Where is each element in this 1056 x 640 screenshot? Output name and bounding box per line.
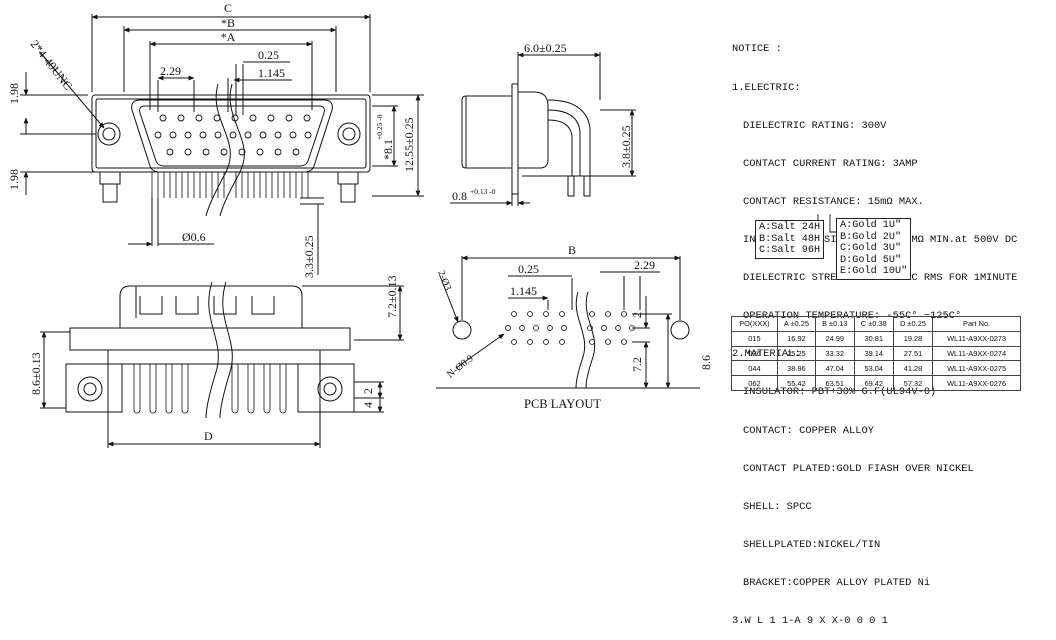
table-cell: 30.81 [853, 330, 894, 347]
pcb-dim-72: 7.2 [630, 357, 644, 372]
pcb-layout [436, 255, 700, 389]
salt-option: C:Salt 96H [759, 245, 821, 257]
dim-bottom-4: 4 [361, 402, 375, 408]
table-cell: 53.04 [853, 360, 894, 377]
dim-side-t: 0.8 [452, 189, 467, 203]
dim-81: *8.1 [381, 139, 395, 160]
bottom-view [40, 281, 404, 448]
gold-option: B:Gold 2U" [840, 231, 902, 243]
electric-item: CONTACT RESISTANCE: 15mΩ MAX. [743, 195, 924, 208]
table-cell: WL11-A9XX-0273 [932, 330, 1021, 347]
table-cell: 026 [731, 345, 778, 362]
table-cell: 57.32 [892, 375, 934, 391]
part-code-line: 3.W L 1 1-A 9 X X-0 0 0 1 [732, 615, 888, 628]
table-cell: 24.99 [814, 330, 855, 347]
salt-option: A:Salt 24H [759, 222, 821, 233]
gold-option: A:Gold 1U" [840, 220, 902, 231]
gold-option: E:Gold 10U" [840, 266, 908, 278]
pcb-dim-229: 2.29 [634, 258, 655, 272]
dim-198-top: 1.98 [7, 83, 21, 104]
material-item: BRACKET:COPPER ALLOY PLATED Ni [743, 576, 931, 589]
table-cell: 47.04 [814, 360, 855, 377]
material-item: SHELL: SPCC [743, 500, 812, 513]
dim-bottom-72: 7.2±0.13 [385, 275, 399, 318]
table-cell: 19.28 [892, 330, 934, 347]
col-header: D ±0.25 [892, 316, 934, 332]
pcb-dim-1145: 1.145 [510, 284, 537, 298]
electric-title: 1.ELECTRIC: [732, 81, 801, 94]
dim-pitch-1145: 1.145 [258, 66, 285, 80]
table-cell: 63.51 [814, 375, 855, 391]
pcb-dim-025: 0.25 [518, 262, 539, 276]
table-cell: 39.14 [853, 345, 894, 362]
technical-drawing: C *B *A 0.25 2.29 1.145 2*4-40UNC 1.98 1… [7, 1, 713, 448]
front-view [20, 14, 424, 275]
col-header: Part No. [932, 316, 1021, 332]
table-cell: 38.96 [776, 360, 816, 377]
pcb-dim-86: 8.6 [699, 355, 713, 370]
dim-bottom-d: D [204, 429, 213, 443]
table-cell: 044 [731, 360, 778, 377]
electric-item: DIELECTRIC RATING: 300V [743, 119, 887, 132]
pcb-dim-b: B [568, 243, 576, 257]
table-row: 062 55.42 63.51 69.42 57.32 WL11-A9XX-02… [731, 375, 1021, 391]
dim-c-label: C [224, 1, 232, 15]
dim-pin-len: 3.3±0.25 [302, 235, 316, 278]
dim-81-tol: +0.25 -0 [375, 114, 384, 140]
dim-b-label: *B [221, 16, 235, 30]
dim-side-h: 3.8±0.25 [619, 125, 633, 168]
table-cell: 25.25 [776, 345, 816, 362]
material-item: SHELLPLATED:NICKEL/TIN [743, 538, 881, 551]
pcb-layout-title: PCB LAYOUT [524, 397, 601, 411]
col-header: A ±0.25 [776, 316, 816, 332]
table-cell: 41.28 [892, 360, 934, 377]
table-cell: 55.42 [776, 375, 816, 391]
dim-1255: 12.55±0.25 [402, 117, 416, 172]
table-cell: 015 [731, 330, 778, 347]
salt-options: A:Salt 24H B:Salt 48H C:Salt 96H [755, 220, 825, 259]
pcb-dim-2: 2 [630, 312, 644, 318]
dim-side-w: 6.0±0.25 [524, 41, 567, 55]
side-view [450, 52, 636, 206]
col-header: C ±0.38 [853, 316, 894, 332]
dim-pin-dia: Ø0.6 [182, 230, 206, 244]
table-cell: WL11-A9XX-0275 [932, 360, 1021, 377]
salt-option: B:Salt 48H [759, 233, 821, 245]
table-cell: 33.32 [814, 345, 855, 362]
dim-a-label: *A [221, 30, 236, 44]
electric-item: CONTACT CURRENT RATING: 3AMP [743, 157, 918, 170]
table-cell: 062 [731, 375, 778, 391]
table-cell: 16.92 [776, 330, 816, 347]
table-row: 026 25.25 33.32 39.14 27.51 WL11-A9XX-02… [731, 345, 1021, 362]
dim-side-t-tol: +0.13 -0 [470, 187, 496, 196]
table-cell: 69.42 [853, 375, 894, 391]
dim-pitch-025: 0.25 [258, 48, 279, 62]
gold-option: D:Gold 5U" [840, 254, 902, 266]
table-cell: 27.51 [892, 345, 934, 362]
table-header-row: PO(XXX) A ±0.25 B ±0.13 C ±0.38 D ±0.25 … [731, 316, 1021, 332]
table-row: 044 38.96 47.04 53.04 41.28 WL11-A9XX-02… [731, 360, 1021, 377]
dim-198-bot: 1.98 [7, 169, 21, 190]
gold-options: A:Gold 1U" B:Gold 2U" C:Gold 3U" D:Gold … [836, 218, 912, 280]
parts-table: PO(XXX) A ±0.25 B ±0.13 C ±0.38 D ±0.25 … [731, 316, 1021, 391]
dim-bottom-2: 2 [361, 388, 375, 394]
table-cell: WL11-A9XX-0276 [932, 375, 1021, 391]
col-header: PO(XXX) [731, 316, 778, 332]
dim-pitch-229: 2.29 [160, 64, 181, 78]
col-header: B ±0.13 [814, 316, 855, 332]
dim-bottom-86: 8.6±0.13 [29, 352, 43, 395]
table-row: 015 16.92 24.99 30.81 19.28 WL11-A9XX-02… [731, 330, 1021, 347]
table-cell: WL11-A9XX-0274 [932, 345, 1021, 362]
gold-option: C:Gold 3U" [840, 243, 902, 255]
material-item: CONTACT: COPPER ALLOY [743, 424, 874, 437]
notice-title: NOTICE : [732, 43, 782, 56]
